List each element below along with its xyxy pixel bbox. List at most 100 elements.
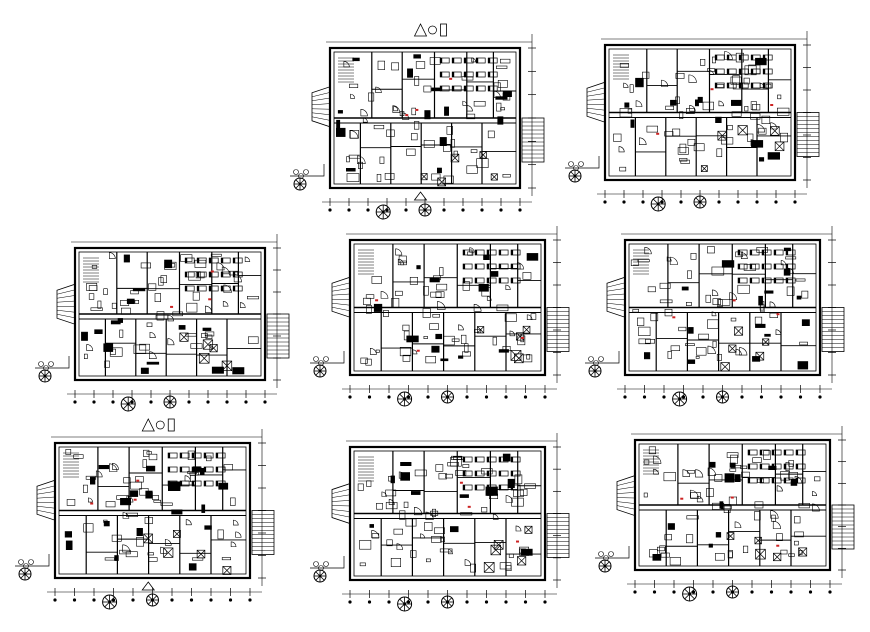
door-swing xyxy=(398,471,406,479)
shrub-icon xyxy=(573,165,579,171)
bed-pillow xyxy=(739,55,742,60)
column-marker xyxy=(367,395,372,399)
door-swing xyxy=(669,256,678,265)
furniture-block xyxy=(414,469,427,477)
column-marker xyxy=(720,395,725,399)
furniture-block xyxy=(410,491,421,495)
shaft-cross xyxy=(524,525,533,534)
furniture-block xyxy=(758,127,767,135)
furniture-block xyxy=(103,288,108,296)
entrance-ramp xyxy=(56,283,76,325)
shrub-icon xyxy=(578,161,584,167)
red-marker xyxy=(210,270,214,273)
ramp-step xyxy=(616,486,636,490)
furniture-block xyxy=(424,110,431,120)
bed-pillow xyxy=(763,55,766,60)
red-marker xyxy=(656,132,660,135)
furniture-block xyxy=(144,517,153,524)
ramp-step xyxy=(331,293,351,296)
furniture-block xyxy=(146,322,153,327)
door-swing xyxy=(492,513,499,520)
furniture-block xyxy=(97,300,102,309)
bed-pillow xyxy=(180,481,183,486)
bed-pillow xyxy=(475,250,478,255)
ramp-step xyxy=(36,485,56,491)
bed-pillow xyxy=(475,485,478,490)
shaft-cross xyxy=(754,537,762,545)
bed-pillow xyxy=(760,478,763,483)
bed-pillow xyxy=(180,467,183,472)
column-marker xyxy=(750,590,754,594)
furniture-block xyxy=(780,549,788,555)
ramp-step xyxy=(331,302,351,306)
exterior-stair xyxy=(796,112,820,157)
door-swing xyxy=(729,292,737,301)
shaft-cross xyxy=(701,165,708,172)
furniture-block xyxy=(119,329,124,338)
bed-pillow xyxy=(452,58,455,63)
column-marker xyxy=(348,395,352,399)
furniture-block xyxy=(104,360,110,368)
furniture-block xyxy=(416,265,421,270)
furniture-block xyxy=(680,159,690,164)
bed-pillow xyxy=(209,258,212,263)
furniture-block xyxy=(391,62,399,71)
door-swing xyxy=(623,82,629,88)
column-marker xyxy=(679,200,683,204)
door-swing xyxy=(711,311,717,317)
bed-pillow xyxy=(221,272,224,277)
bed-pillow xyxy=(487,471,490,476)
bed-pillow xyxy=(488,72,491,77)
bed-pillow xyxy=(209,272,212,277)
ramp-step xyxy=(606,293,626,296)
bed-pillow xyxy=(204,467,207,472)
furniture-block xyxy=(741,471,750,478)
door-swing xyxy=(750,139,758,146)
furniture-block xyxy=(383,310,389,317)
bed-pillow xyxy=(452,72,455,77)
furniture-block xyxy=(779,132,788,143)
shaft-box xyxy=(221,360,233,372)
bed-pillow xyxy=(185,286,188,291)
floor-plan-8 xyxy=(595,426,855,602)
shaft-cross xyxy=(717,130,727,141)
shaft-box xyxy=(734,326,744,336)
ramp-step xyxy=(586,98,606,101)
shaft-cross xyxy=(221,360,232,371)
furniture-block xyxy=(352,57,360,62)
shaft-cross xyxy=(483,562,495,573)
furniture-block xyxy=(431,508,436,517)
furniture-block xyxy=(681,286,689,291)
shaft-cross xyxy=(179,332,189,342)
furniture-block xyxy=(705,294,712,303)
ramp-step xyxy=(56,295,76,299)
bed-pillow xyxy=(475,471,478,476)
shaft-cross xyxy=(143,533,153,544)
bed-pillow xyxy=(197,286,200,291)
bed-pillow xyxy=(168,481,171,486)
entrance-ramp xyxy=(331,276,351,318)
furniture-block xyxy=(413,121,420,130)
furniture-block xyxy=(376,502,383,510)
floor-plan-1 xyxy=(290,23,545,220)
red-marker xyxy=(732,299,736,302)
tree-trunk xyxy=(43,374,47,378)
ramp-step xyxy=(331,509,351,512)
door-swing xyxy=(466,105,473,112)
furniture-block xyxy=(204,525,212,530)
furniture-block xyxy=(664,131,674,137)
furniture-block xyxy=(794,531,804,538)
furniture-block xyxy=(98,464,110,470)
furniture-block xyxy=(440,536,445,543)
furniture-block xyxy=(700,58,706,66)
furniture-block xyxy=(399,111,405,116)
furniture-block xyxy=(365,358,372,366)
furniture-block xyxy=(764,290,774,294)
shaft-cross xyxy=(450,153,460,163)
furniture-block xyxy=(693,143,705,152)
furniture-block xyxy=(126,512,139,517)
furniture-block xyxy=(737,284,750,294)
furniture-block xyxy=(145,490,153,499)
door-swing xyxy=(635,100,643,107)
ramp-step xyxy=(311,97,331,102)
